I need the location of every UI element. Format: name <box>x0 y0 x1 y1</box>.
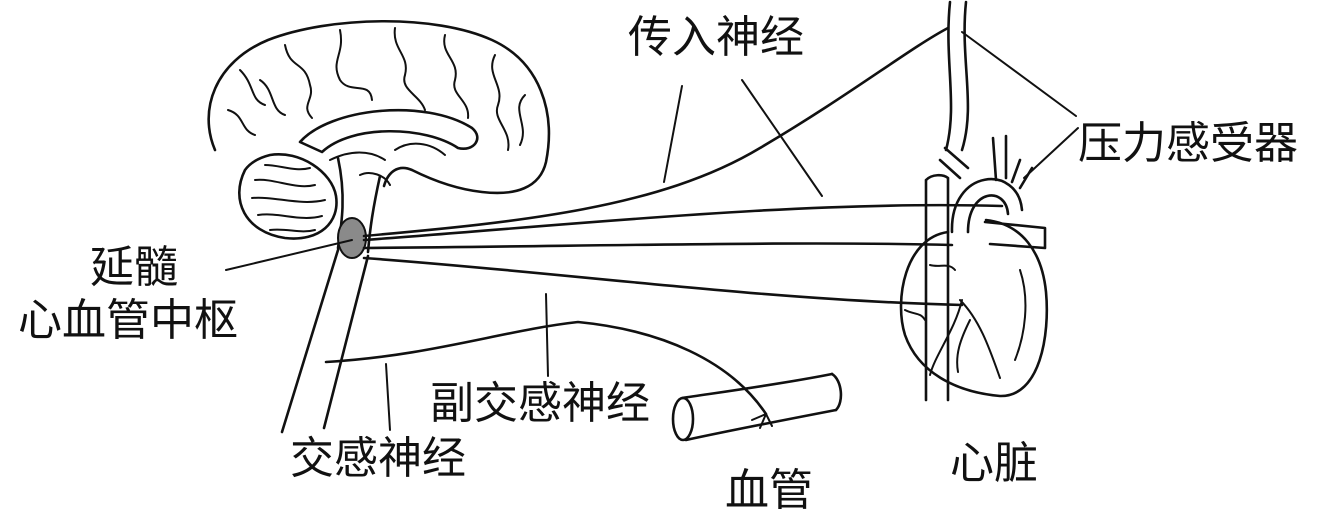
label-baroreceptor: 压力感受器 <box>1078 118 1298 169</box>
efferent-nerve-lower <box>362 256 964 307</box>
pointer-baroreceptor-1 <box>961 31 1077 117</box>
heart-drawing <box>899 134 1049 402</box>
pointer-medulla <box>225 239 353 271</box>
pulmonary-artery <box>983 220 1047 250</box>
vessel-walls <box>680 372 838 442</box>
cerebrum-gyri <box>227 27 526 151</box>
label-medulla: 延髓 <box>90 242 178 293</box>
pointer-sympathetic <box>385 363 391 431</box>
blood-vessel-drawing <box>671 372 843 442</box>
heart-septum <box>929 299 963 376</box>
label-cardiovascular-center: 心血管中枢 <box>18 295 238 346</box>
heart-outline <box>899 218 1049 398</box>
vessel-right-end <box>830 372 843 412</box>
cerebellum <box>238 152 338 240</box>
coronary-vessels <box>904 264 1027 379</box>
label-parasympathetic-nerve: 副交感神经 <box>430 378 650 429</box>
vessel-left-opening <box>671 396 695 442</box>
pointer-afferent-1 <box>663 85 683 183</box>
nerve-endings <box>751 413 773 429</box>
sympathetic-nerve-path <box>324 320 768 416</box>
aortic-branches <box>938 134 1034 190</box>
spinal-cord <box>280 248 370 434</box>
afferent-nerve-path <box>362 26 950 238</box>
aortic-arch <box>950 177 1024 234</box>
corpus-callosum <box>298 108 479 154</box>
cerebrum-outline <box>207 19 551 195</box>
cerebellum-folia <box>251 164 326 233</box>
afferent-nerve-to-aorta <box>362 203 1004 242</box>
vena-cava <box>924 173 950 402</box>
efferent-nerve-upper <box>362 242 954 250</box>
label-blood-vessel: 血管 <box>725 465 813 516</box>
label-sympathetic-nerve: 交感神经 <box>290 433 466 484</box>
pointer-parasympathetic <box>545 293 549 377</box>
label-heart: 心脏 <box>950 438 1038 489</box>
pointer-baroreceptor-2 <box>1023 127 1079 179</box>
label-pointers <box>225 31 1079 431</box>
carotid-artery <box>944 0 970 152</box>
pointer-afferent-2 <box>741 79 823 197</box>
nerve-fibers <box>324 26 1004 416</box>
label-afferent-nerve: 传入神经 <box>628 12 804 63</box>
medulla-center-shade <box>337 217 367 259</box>
inner-folds <box>329 142 446 186</box>
brain <box>207 19 551 259</box>
